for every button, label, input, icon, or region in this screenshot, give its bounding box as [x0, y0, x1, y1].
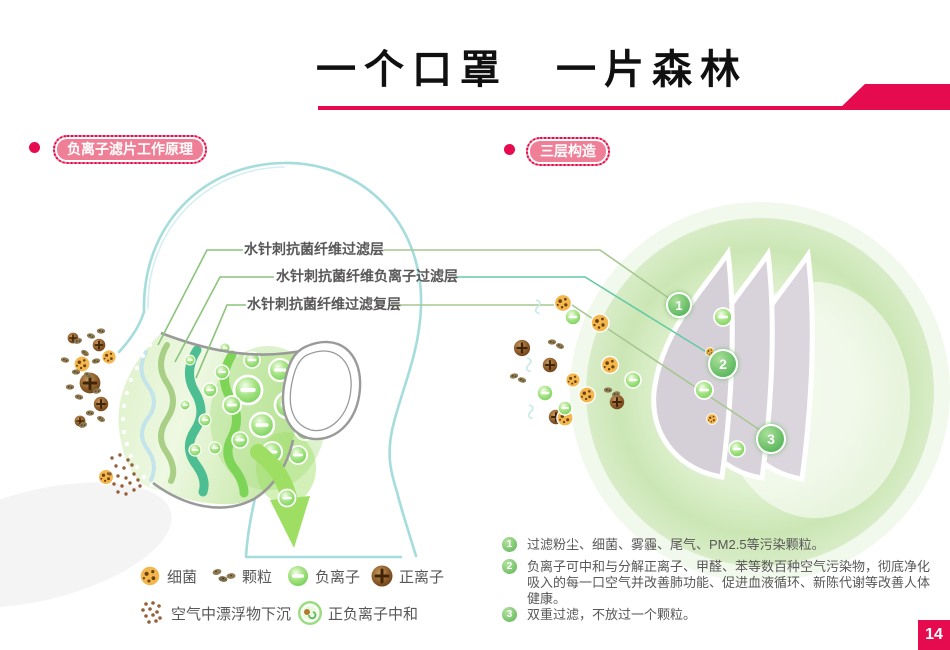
head-profile-outline [117, 161, 423, 559]
neutralize-icon [298, 601, 323, 625]
breath-arrow [250, 444, 310, 548]
section-bullet-left [29, 142, 40, 153]
page-number: 14 [918, 620, 950, 650]
legend-item-particle: 颗粒 [211, 566, 272, 587]
title-underline [318, 106, 950, 110]
head-mask-illustration [60, 161, 423, 559]
layer-marker-3: 3 [756, 424, 786, 454]
legend-label: 正负离子中和 [328, 605, 419, 623]
note-bullet-2: 2 [502, 559, 517, 574]
filter-layer-label-1: 水针刺抗菌纤维过滤层 [244, 241, 384, 257]
layer-label-lines-left [157, 249, 274, 379]
bacteria-icon [139, 565, 161, 587]
page-title: 一个口罩 一片森林 [316, 48, 748, 92]
sinking-dots [108, 453, 142, 496]
legend-label: 颗粒 [242, 568, 273, 586]
soft-shadow [0, 482, 172, 608]
note-item-2: 2 负离子可中和与分解正离子、甲醛、苯等数百种空气污染物，彻底净化吸入的每一口空… [502, 559, 942, 607]
legend-item-positive-ion: 正离子 [370, 564, 444, 588]
legend-label: 细菌 [167, 568, 198, 586]
note-item-1: 1 过滤粉尘、细菌、雾霾、尾气、PM2.5等污染颗粒。 [502, 537, 942, 553]
outside-particles [60, 328, 117, 486]
section-bullet-right [504, 144, 515, 155]
legend-item-neutralize: 正负离子中和 [297, 600, 418, 626]
particle-icon [212, 569, 236, 582]
mask-strap-outline [152, 331, 362, 509]
legend-label: 正离子 [399, 568, 445, 586]
filter-layer-label-3: 水针刺抗菌纤维过滤复层 [247, 296, 401, 312]
legend-row-1: 细菌 颗粒 负离子 正离子 [138, 564, 444, 588]
floating-dots-icon [141, 601, 162, 624]
legend-row-2: 空气中漂浮物下沉 正负离子中和 [138, 600, 418, 626]
note-text-1: 过滤粉尘、细菌、雾霾、尾气、PM2.5等污染颗粒。 [527, 537, 825, 552]
positive-ion-icon [371, 565, 393, 587]
note-text-2: 负离子可中和与分解正离子、甲醛、苯等数百种空气污染物，彻底净化吸入的每一口空气并… [527, 559, 931, 606]
section-label-principle: 负离子滤片工作原理 [53, 135, 207, 164]
mask-layers-illustration [384, 202, 950, 582]
section-label-structure: 三层构造 [526, 137, 610, 166]
layer-marker-1: 1 [666, 292, 692, 318]
legend-label: 空气中漂浮物下沉 [171, 605, 292, 623]
note-text-3: 双重过滤，不放过一个颗粒。 [527, 607, 697, 622]
legend-label: 负离子 [315, 568, 361, 586]
filter-layer-label-2: 水针刺抗菌纤维负离子过滤层 [276, 268, 458, 284]
note-bullet-3: 3 [502, 607, 517, 622]
note-item-3: 3 双重过滤，不放过一个颗粒。 [502, 607, 942, 623]
layer-marker-2: 2 [708, 349, 738, 379]
legend-item-negative-ion: 负离子 [286, 564, 360, 588]
legend-item-bacteria: 细菌 [138, 564, 197, 588]
negative-ion-icon [288, 566, 309, 586]
legend-item-floating-dots: 空气中漂浮物下沉 [138, 600, 291, 626]
note-bullet-1: 1 [502, 537, 517, 552]
